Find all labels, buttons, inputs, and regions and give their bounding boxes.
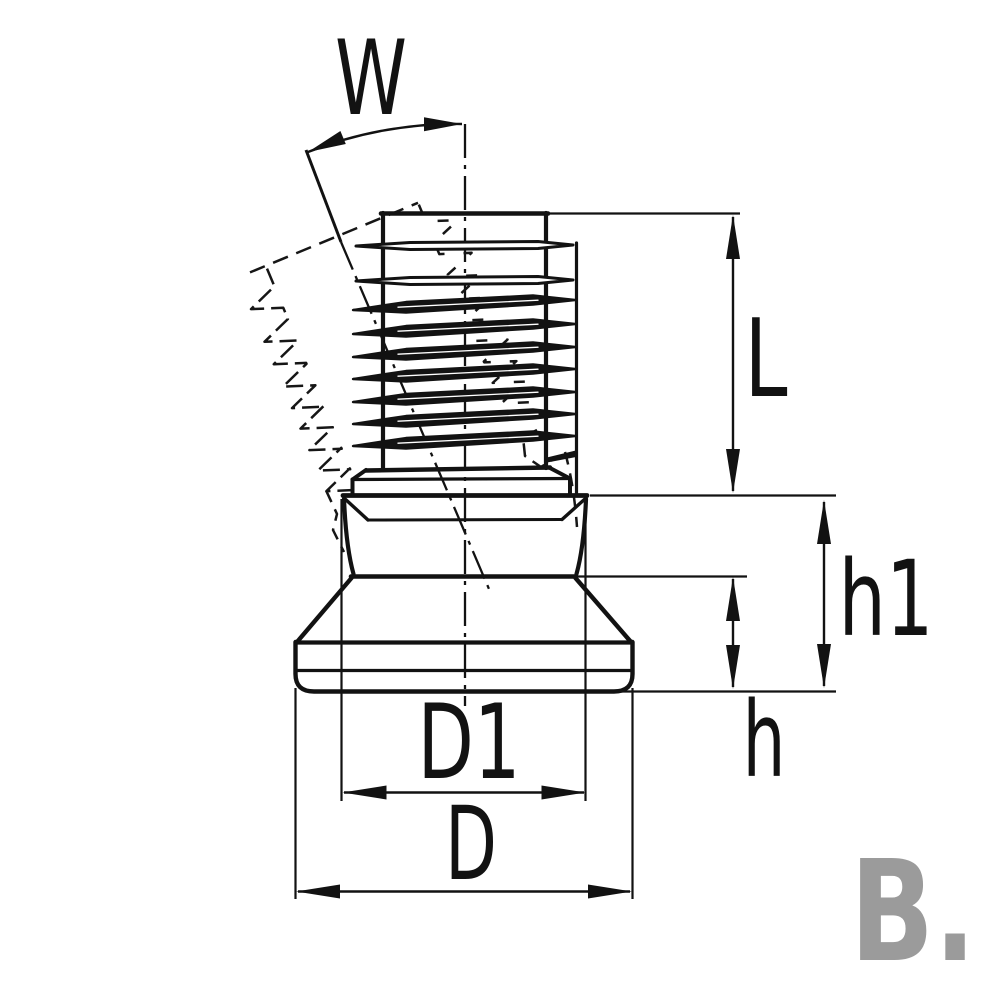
tilted-axis-centerline [339,241,491,590]
thread-crest-highlight [397,299,539,308]
dimension-h: h [726,577,786,801]
h1-arrow-bottom [817,644,831,688]
d1-arrow-left [342,785,387,800]
rim-outline [293,639,635,694]
d1-arrow-right [541,785,586,800]
neck-right-side [574,496,589,577]
neck-chamfer-base [366,518,564,522]
thread-runout-stub [544,450,577,463]
cone-right-side [573,575,634,645]
w-arrow-right [424,117,462,132]
thread-crest-highlight [397,368,539,377]
neck-right-chamfer [560,496,588,522]
neck-left-chamfer [342,496,370,522]
phantom-left-thread-flank [249,268,359,493]
collar [350,465,572,496]
w-arrow-left [308,131,346,152]
neck [340,493,590,577]
neck-left-side [341,496,356,577]
dimension-d: D [296,785,632,904]
watermark: B. [850,831,976,994]
label-h1: h1 [839,538,934,660]
d-arrow-right [588,884,632,899]
thread-crests [351,240,577,463]
head [293,574,635,694]
thread-crest [354,240,575,251]
h-arrow-bottom [726,645,740,689]
l-arrow-top [726,215,740,259]
label-w: W [335,19,407,139]
dimension-d1: D1 [342,683,586,803]
label-h: h [743,679,786,801]
dimension-h1: h1 [817,500,934,688]
h-arrow-top [726,577,740,621]
h1-arrow-top [817,500,831,544]
thread-crest-highlight [397,346,539,355]
cone-left-side [294,575,354,645]
label-d: D [445,785,497,904]
dimension-w: W [307,19,463,154]
thread-crest-highlight [397,323,539,332]
d-arrow-left [296,884,340,899]
thread-crest-highlight [397,391,539,400]
collar-right-flare [548,466,572,481]
thread-crest-highlight [397,435,539,444]
dimension-l: L [726,215,788,493]
thread-crest-highlight [397,413,539,422]
label-l: L [745,297,788,422]
collar-mid-edge [350,476,572,482]
collar-top-edge [363,465,553,473]
label-d1: D1 [418,683,521,803]
l-arrow-bottom [726,449,740,493]
phantom-right-thread-flank [417,204,535,436]
tilted-axis-solid-segment [304,149,343,243]
thread-crest [354,275,575,286]
screw-solid-view [293,210,635,694]
